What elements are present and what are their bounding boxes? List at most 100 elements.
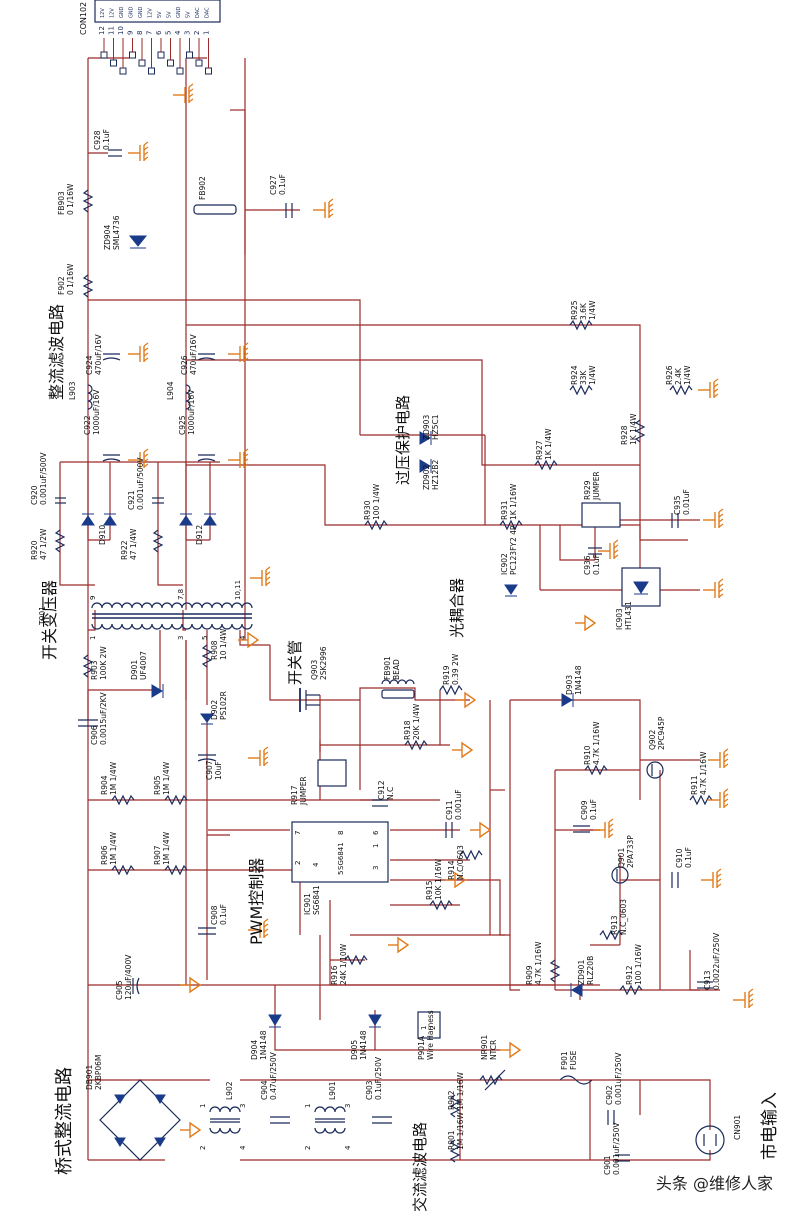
connector-pin-marks: 1212V1112V10GND9GND8GND712V65V55V4GND35V… bbox=[98, 6, 212, 75]
label-c902-0: C902 bbox=[605, 1085, 614, 1105]
t901-pin-2: 10,11 bbox=[234, 580, 242, 600]
diode-d912-b bbox=[203, 513, 217, 526]
label-r913-1: N.C_0603 bbox=[619, 899, 628, 935]
label-r901-0: R901 bbox=[447, 1130, 456, 1150]
label-r924-2: 1/4W bbox=[588, 365, 597, 385]
diode-d904 bbox=[268, 1014, 282, 1028]
label-r925-0: R925 bbox=[570, 300, 579, 320]
label-r904-1: 1M 1/4W bbox=[109, 761, 118, 795]
label-r912-0: R912 bbox=[625, 965, 634, 985]
resistor-r931 bbox=[499, 519, 523, 531]
label-cn901: CN901 bbox=[733, 1115, 742, 1140]
label-r911-0: R911 bbox=[690, 775, 699, 795]
capacitor-c909 bbox=[573, 825, 590, 833]
ferrite-bead-fb902 bbox=[193, 204, 237, 215]
label-r924-0: R924 bbox=[570, 365, 579, 385]
connector-net-3: 5V bbox=[186, 11, 192, 18]
label-c913-0: C913 bbox=[703, 970, 712, 990]
label-r913-0: R913 bbox=[610, 915, 619, 935]
bead-fb901-body bbox=[381, 689, 415, 699]
diode-d901 bbox=[151, 684, 164, 698]
label-r931-0: R931 bbox=[500, 500, 509, 520]
resistor-r928 bbox=[634, 419, 646, 443]
diode-d912-a bbox=[179, 513, 193, 526]
label-c921-1: 0.001uF/500V bbox=[136, 457, 145, 510]
label-r902-0: R902 bbox=[447, 1090, 456, 1110]
label-c904-0: C904 bbox=[260, 1080, 269, 1100]
label-c936-1: 0.1uF bbox=[592, 554, 601, 575]
label-c922-0: C922 bbox=[83, 415, 92, 435]
label-r906-0: R906 bbox=[100, 845, 109, 865]
l902-pin-3: 3 bbox=[239, 1104, 247, 1108]
label-r915-1: 10K 1/16W bbox=[434, 858, 443, 900]
label-r931-1: 1K 1/16W bbox=[509, 483, 518, 520]
label-r909-0: R909 bbox=[525, 965, 534, 985]
fuse-f901 bbox=[559, 1075, 593, 1085]
label-c935-1: 0.01uF bbox=[682, 489, 691, 515]
resistor-r930 bbox=[364, 519, 388, 531]
label-t901: T901 bbox=[38, 606, 47, 626]
label-fb901-0: FB901 bbox=[383, 656, 392, 680]
ground-symbols bbox=[127, 83, 754, 1138]
label-r927-0: R927 bbox=[535, 440, 544, 460]
label-ic901-1: SG6841 bbox=[312, 885, 321, 915]
t901-pin-6: 4 bbox=[239, 635, 247, 640]
l901-pin-4: 4 bbox=[344, 1145, 352, 1150]
resistor-r914 bbox=[459, 849, 483, 861]
mosfet-q903 bbox=[299, 688, 320, 712]
label-ic901-0: IC901 bbox=[303, 893, 312, 915]
label-f901-0: F901 bbox=[560, 1051, 569, 1070]
resistor-r915 bbox=[429, 899, 453, 911]
resistor-r927 bbox=[534, 459, 558, 471]
resistor-r924 bbox=[569, 384, 593, 396]
label-r929-1: JUMPER bbox=[592, 471, 601, 501]
diode-d910-a bbox=[81, 513, 95, 526]
label-q901-1: 2PA733P bbox=[626, 835, 635, 868]
connector-pin-1: 1 bbox=[203, 31, 211, 35]
connector-pin-7: 7 bbox=[146, 31, 154, 35]
connector-pin-3: 3 bbox=[184, 31, 192, 35]
labels: 桥式整流电路整流滤波电路开关变压器开关管PWM控制器光耦合器过压保护电路市电输入… bbox=[30, 129, 780, 1212]
label-r925-1: 3.6K bbox=[579, 302, 588, 320]
resistor-r908 bbox=[201, 644, 213, 668]
t901-pin-5: 5 bbox=[201, 636, 209, 640]
label-fb901-1: BEAD bbox=[392, 659, 401, 680]
section-label-transformer: 开关变压器 bbox=[40, 580, 59, 660]
connector-net-1: DAC bbox=[205, 7, 211, 18]
connector-pin-9: 9 bbox=[127, 31, 135, 35]
section-label-opto: 光耦合器 bbox=[448, 578, 466, 638]
label-zd901-1: RLZ20B bbox=[586, 956, 595, 985]
l901-pin-2: 2 bbox=[304, 1146, 312, 1150]
connector-net-12: 12V bbox=[100, 8, 106, 18]
l902-pin-4: 4 bbox=[239, 1145, 247, 1150]
label-d903-1: 1N4148 bbox=[574, 665, 583, 695]
label-c904-1: 0.47uF/250V bbox=[269, 1051, 278, 1100]
p901a-pin-1: 1 bbox=[420, 1026, 428, 1030]
connector-net-11: 12V bbox=[110, 8, 116, 18]
capacitor-c902 bbox=[607, 1110, 615, 1125]
resistor-r903 bbox=[82, 654, 94, 678]
l902-pin-2: 2 bbox=[199, 1146, 207, 1150]
label-db901-1: 2KBP06M bbox=[94, 1055, 103, 1090]
label-d902-0: D902 bbox=[210, 700, 219, 720]
label-r919-0: R919 bbox=[442, 665, 451, 685]
connector-net-6: 5V bbox=[157, 11, 163, 18]
resistor-r916 bbox=[344, 954, 368, 966]
jumper-r917-box bbox=[317, 759, 347, 787]
label-r926-2: 1/4W bbox=[683, 365, 692, 385]
label-r922-1: 47 1/4W bbox=[129, 528, 138, 560]
label-r901-1: 1M 1/16W bbox=[456, 1112, 465, 1150]
l901-pin-1: 1 bbox=[304, 1104, 312, 1108]
bridge-db901-diamond bbox=[99, 1079, 181, 1161]
label-c913-1: 0.0022uF/250V bbox=[712, 932, 721, 990]
connector-pad-12 bbox=[100, 51, 108, 59]
label-r918-1: 20K 1/4W bbox=[412, 703, 421, 740]
label-c908-1: 0.1uF bbox=[219, 904, 228, 925]
label-ic903-1: HTL431 bbox=[624, 601, 633, 630]
connector-con102: CON102 1212V1112V10GND9GND8GND712V65V55V… bbox=[79, 0, 221, 75]
resistor-r913 bbox=[599, 929, 623, 941]
connector-net-8: GND bbox=[138, 6, 144, 18]
resistor-r918 bbox=[404, 739, 428, 751]
label-d903-0: D903 bbox=[565, 675, 574, 695]
l902-pin-1: 1 bbox=[199, 1104, 207, 1108]
